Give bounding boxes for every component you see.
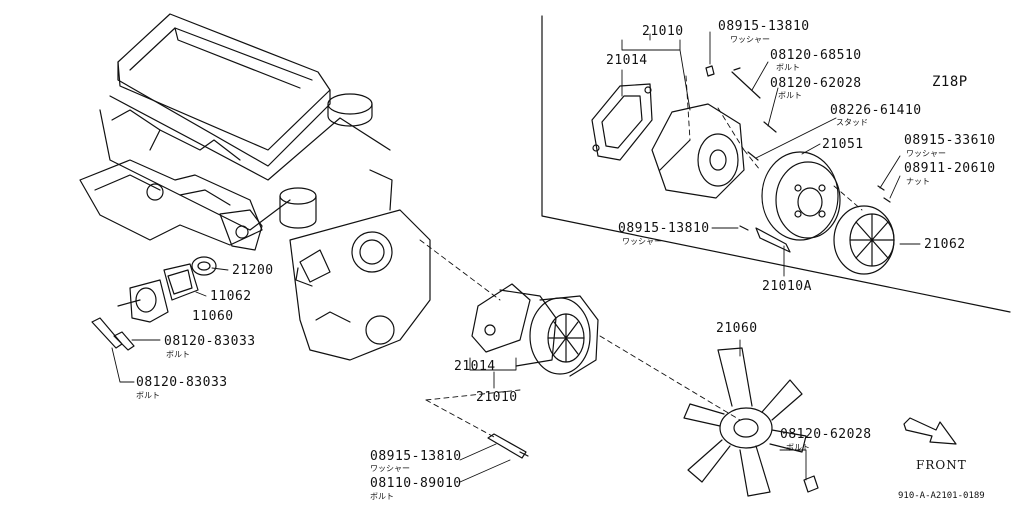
part-08915-33610-note: ワッシャー xyxy=(906,149,946,158)
part-08120-83033-b: 08120-83033 xyxy=(136,375,228,390)
part-08911-20610-note: ナット xyxy=(906,177,930,186)
thermostat-parts-drawing xyxy=(91,256,217,351)
dashed-guide-lines xyxy=(419,75,863,439)
part-08120-83033-b-note: ボルト xyxy=(136,391,160,400)
part-21014-bottom: 21014 xyxy=(454,359,496,374)
part-08120-62028-bottom-note: ボルト xyxy=(786,443,810,452)
part-08110-89010: 08110-89010 xyxy=(370,476,462,491)
part-08911-20610: 08911-20610 xyxy=(904,161,996,176)
part-11062: 11062 xyxy=(210,289,252,304)
inset-box xyxy=(541,15,1011,313)
front-label: FRONT xyxy=(916,458,967,472)
part-08915-13810-bottom: 08915-13810 xyxy=(370,449,462,464)
part-08915-13810-bottom-note: ワッシャー xyxy=(370,464,410,473)
part-11060: 11060 xyxy=(192,309,234,324)
part-08915-13810-mid-note: ワッシャー xyxy=(622,237,662,246)
leader-lines xyxy=(111,31,921,483)
part-08915-33610: 08915-33610 xyxy=(904,133,996,148)
part-08120-83033-a: 08120-83033 xyxy=(164,334,256,349)
part-08120-68510: 08120-68510 xyxy=(770,48,862,63)
part-21060: 21060 xyxy=(716,321,758,336)
inset-fasteners-drawing xyxy=(705,65,891,253)
part-08110-89010-note: ボルト xyxy=(370,492,394,501)
part-08120-62028-top: 08120-62028 xyxy=(770,76,862,91)
inset-clutch-drawing xyxy=(833,205,895,275)
part-08915-13810-top-note: ワッシャー xyxy=(730,35,770,44)
part-08915-13810-mid: 08915-13810 xyxy=(618,221,710,236)
water-pump-drawing xyxy=(471,283,599,377)
part-08915-13810-top: 08915-13810 xyxy=(718,19,810,34)
part-08120-68510-note: ボルト xyxy=(776,63,800,72)
part-08120-62028-top-note: ボルト xyxy=(778,91,802,100)
part-21010A: 21010A xyxy=(762,279,812,294)
part-08120-83033-a-note: ボルト xyxy=(166,350,190,359)
inset-pump-drawing xyxy=(651,103,745,199)
engine-block-drawing xyxy=(79,13,431,361)
inset-pulley-drawing xyxy=(761,151,841,241)
part-21010-bottom: 21010 xyxy=(476,390,518,405)
part-21200: 21200 xyxy=(232,263,274,278)
inset-gasket-drawing xyxy=(591,83,653,161)
part-21062: 21062 xyxy=(924,237,966,252)
front-arrow-icon xyxy=(903,417,957,445)
part-08120-62028-bottom: 08120-62028 xyxy=(780,427,872,442)
part-21014-top: 21014 xyxy=(606,53,648,68)
part-08226-61410: 08226-61410 xyxy=(830,103,922,118)
fan-drawing xyxy=(683,347,807,497)
variant-label: Z18P xyxy=(932,74,968,90)
lower-bolts-drawing xyxy=(487,433,819,493)
part-21010-top: 21010 xyxy=(642,24,684,39)
figure-code: 910-A-A2101-0189 xyxy=(898,491,985,501)
part-08226-61410-note: スタッド xyxy=(836,118,868,127)
part-21051: 21051 xyxy=(822,137,864,152)
